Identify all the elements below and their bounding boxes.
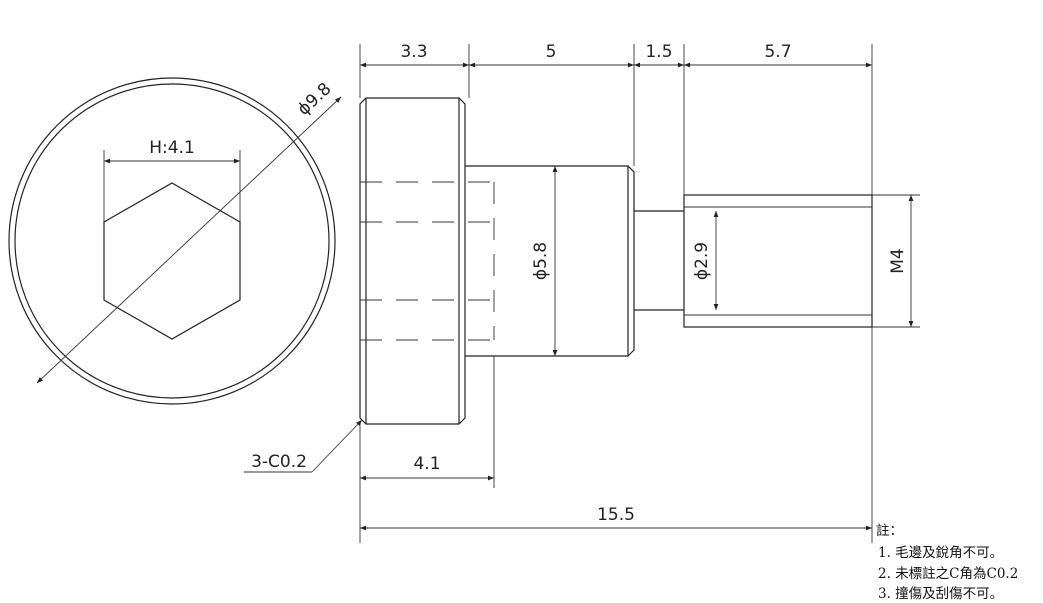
note-item-3: 3. 撞傷及刮傷不可。 xyxy=(878,586,1003,602)
notes: 註： 1. 毛邊及銳角不可。 2. 未標註之C角為C0.2 3. 撞傷及刮傷不可… xyxy=(876,523,1018,602)
neck-length-label: 1.5 xyxy=(645,42,672,62)
dimensions: 3.3 5 1.5 5.7 ϕ5.8 ϕ2.9 M4 3-C0.2 4.1 xyxy=(244,42,920,543)
shank-length-label: 5 xyxy=(546,42,557,62)
thread-size-label: M4 xyxy=(888,248,908,273)
hex-depth-label: 4.1 xyxy=(413,454,440,474)
screw-shank xyxy=(465,165,635,357)
end-view: H:4.1 ϕ9.8 xyxy=(8,77,342,405)
head-length-label: 3.3 xyxy=(400,42,427,62)
screw-head xyxy=(359,97,466,425)
chamfer-label: 3-C0.2 xyxy=(251,452,307,472)
note-item-2: 2. 未標註之C角為C0.2 xyxy=(878,566,1018,582)
thread-length-label: 5.7 xyxy=(764,42,791,62)
screw-thread xyxy=(683,194,873,328)
hex-size-label: H:4.1 xyxy=(149,138,195,158)
head-outer-circle xyxy=(8,77,336,405)
chamfer-leader xyxy=(311,419,363,473)
notes-title: 註： xyxy=(876,523,903,539)
head-inner-circle xyxy=(14,83,330,399)
side-view xyxy=(359,97,873,425)
head-diameter-line xyxy=(36,96,342,384)
shank-diameter-label: ϕ5.8 xyxy=(531,242,551,280)
hex-socket xyxy=(103,182,241,340)
overall-length-label: 15.5 xyxy=(597,505,635,525)
neck-diameter-label: ϕ2.9 xyxy=(692,242,712,280)
note-item-1: 1. 毛邊及銳角不可。 xyxy=(878,545,1003,561)
head-diameter-label: ϕ9.8 xyxy=(294,79,336,120)
